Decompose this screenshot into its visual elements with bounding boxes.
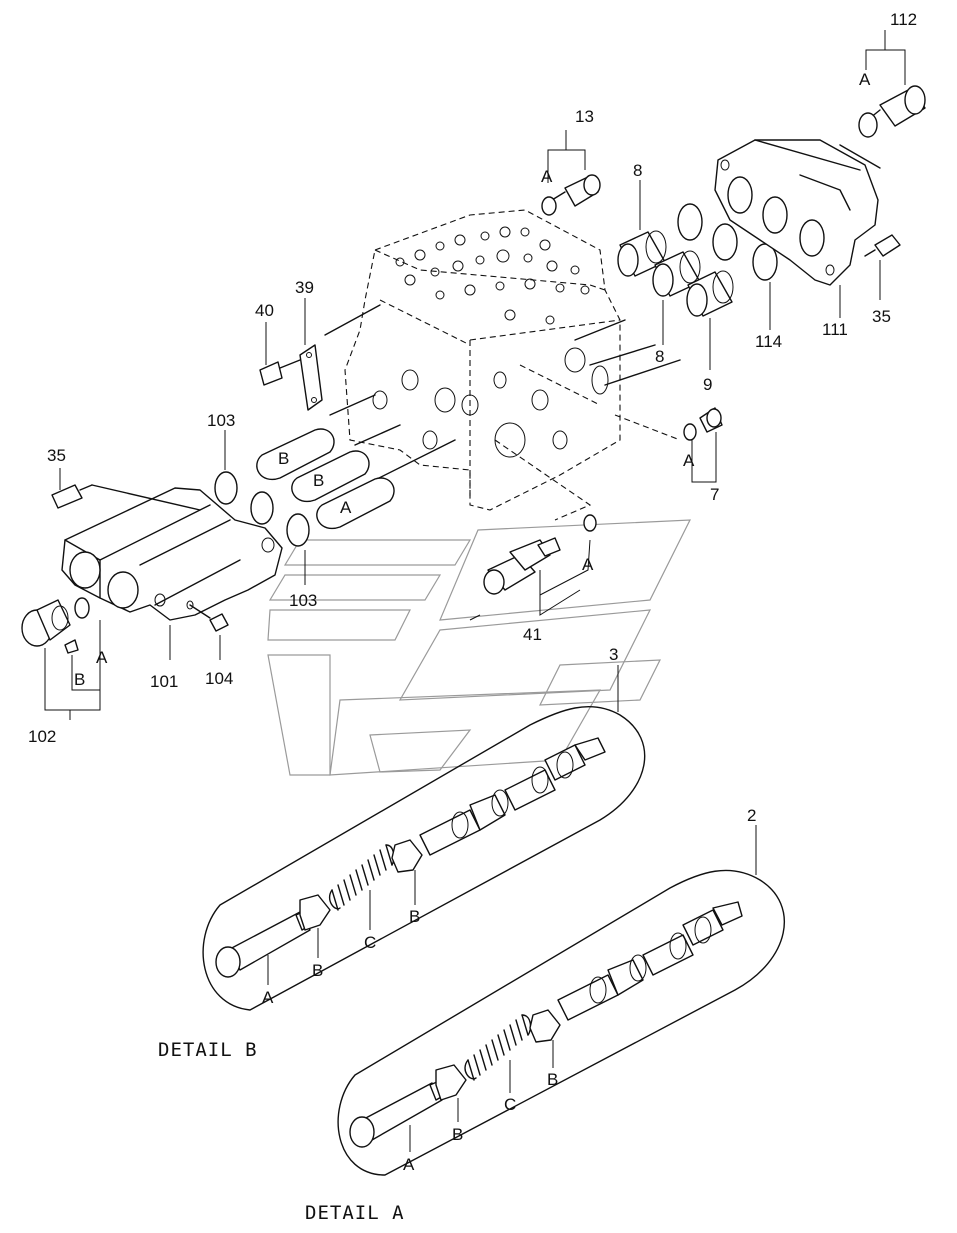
label-41-a: A: [582, 555, 594, 574]
label-104: 104: [205, 669, 233, 688]
label-39: 39: [295, 278, 314, 297]
label-102-b: B: [74, 670, 85, 689]
pistons: [214, 428, 395, 585]
screw-40: [259, 322, 301, 386]
label-2: 2: [747, 806, 756, 825]
detail-b-label-a: A: [262, 988, 274, 1007]
detail-a-label-b2: B: [547, 1070, 558, 1089]
watermark-logo: [267, 519, 691, 776]
valve-body: [344, 209, 621, 511]
detail-b-label-c: C: [364, 933, 376, 952]
detail-a-label-b1: B: [452, 1125, 463, 1144]
o-rings-114: [677, 203, 778, 330]
label-9: 9: [703, 375, 712, 394]
label-101: 101: [150, 672, 178, 691]
label-103-bottom: 103: [289, 591, 317, 610]
label-7: 7: [710, 485, 719, 504]
piston-label-a: A: [340, 498, 352, 517]
detail-b-label-b1: B: [312, 961, 323, 980]
label-8-bottom: 8: [655, 347, 664, 366]
label-41: 41: [523, 625, 542, 644]
label-13: 13: [575, 107, 594, 126]
relief-valve-41: [469, 514, 597, 621]
label-3: 3: [609, 645, 618, 664]
label-40: 40: [255, 301, 274, 320]
label-112: 112: [890, 10, 917, 29]
screw-35-right: [864, 234, 901, 300]
sleeves: [617, 180, 734, 370]
detail-b-spool: [202, 665, 646, 1011]
detail-a-caption: DETAIL A: [305, 1202, 405, 1224]
piston-label-b1: B: [278, 449, 289, 468]
detail-b-caption: DETAIL B: [158, 1039, 258, 1061]
detail-a-label-c: C: [504, 1095, 516, 1114]
detail-a-spool: [337, 825, 785, 1176]
label-103-top: 103: [207, 411, 235, 430]
label-102-a: A: [96, 648, 108, 667]
label-112-a: A: [859, 70, 871, 89]
cover-111: [714, 139, 879, 318]
plug-7: [683, 407, 723, 483]
cover-101: [61, 487, 283, 660]
label-35-right: 35: [872, 307, 891, 326]
plug-13: [541, 130, 601, 216]
detail-a-label-a: A: [403, 1155, 415, 1174]
label-102: 102: [28, 727, 56, 746]
label-111: 111: [822, 320, 848, 339]
plug-104: [189, 604, 229, 660]
label-35-left: 35: [47, 446, 66, 465]
plate-39: [299, 298, 323, 411]
label-114: 114: [755, 332, 782, 351]
label-8-top: 8: [633, 161, 642, 180]
plug-102: [21, 597, 101, 720]
detail-b-label-b2: B: [409, 907, 420, 926]
label-7-a: A: [683, 451, 695, 470]
label-13-a: A: [541, 167, 553, 186]
screw-35-left: [51, 468, 201, 511]
plug-112: [839, 30, 926, 169]
piston-label-b2: B: [313, 471, 324, 490]
